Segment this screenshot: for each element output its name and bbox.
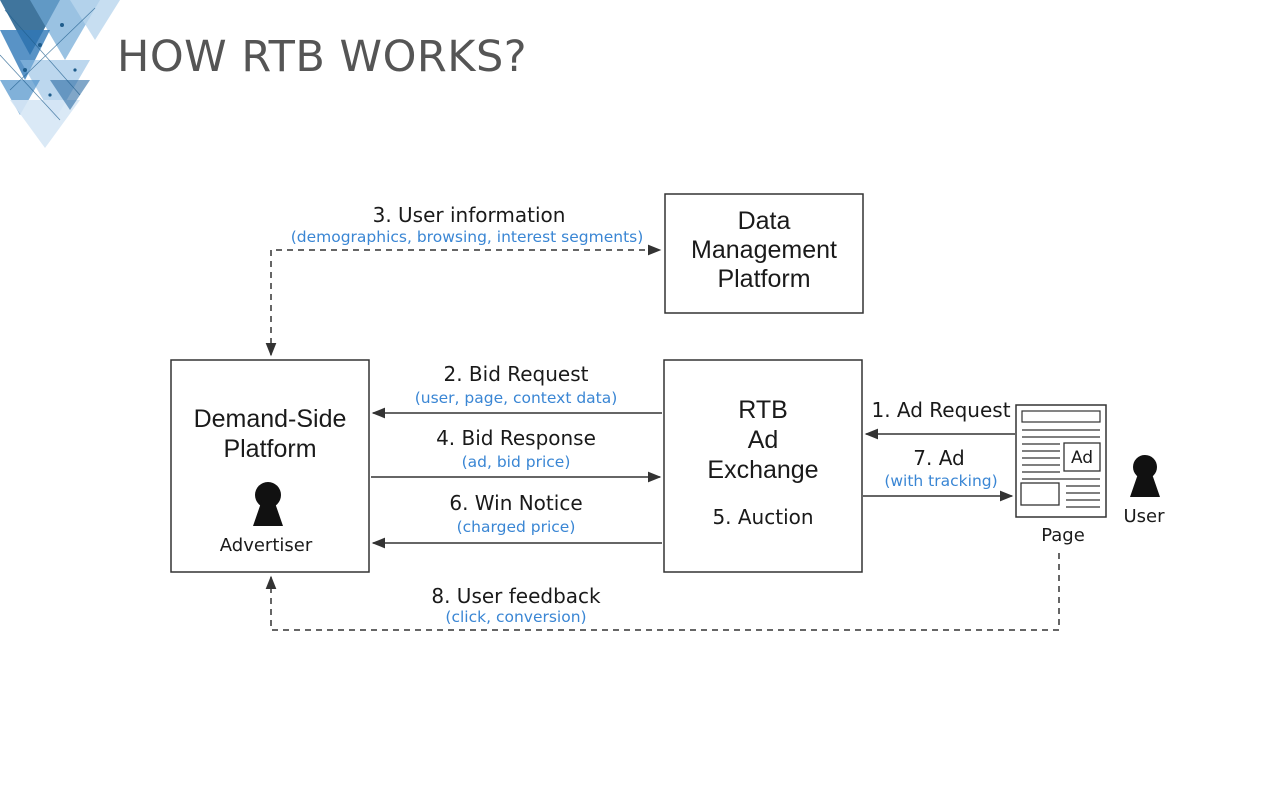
edge-user-information: 3. User information (demographics, brows… bbox=[265, 203, 662, 357]
dmp-label-line3: Platform bbox=[717, 265, 810, 293]
page-ad-label: Ad bbox=[1071, 448, 1093, 468]
win-notice-sublabel: (charged price) bbox=[457, 518, 576, 536]
slide-title: HOW RTB WORKS? bbox=[117, 32, 528, 82]
exchange-node: RTB Ad Exchange 5. Auction bbox=[663, 359, 863, 573]
exchange-label-line2: Ad bbox=[748, 426, 779, 454]
edge-bid-request: 2. Bid Request (user, page, context data… bbox=[371, 362, 662, 419]
ad-label: 7. Ad bbox=[913, 446, 964, 470]
ad-sublabel: (with tracking) bbox=[884, 472, 997, 490]
advertiser-icon bbox=[253, 482, 283, 526]
user-feedback-sublabel: (click, conversion) bbox=[445, 608, 586, 626]
dmp-label-line2: Management bbox=[691, 236, 837, 264]
dsp-box bbox=[170, 359, 370, 573]
ad-request-label: 1. Ad Request bbox=[871, 398, 1010, 422]
exchange-label-line1: RTB bbox=[738, 396, 788, 424]
advertiser-label: Advertiser bbox=[220, 535, 313, 556]
edge-ad-request: 1. Ad Request bbox=[864, 398, 1015, 440]
page-label: Page bbox=[1041, 525, 1085, 546]
dsp-label-line2: Platform bbox=[223, 435, 316, 463]
user-information-sublabel: (demographics, browsing, interest segmen… bbox=[291, 228, 644, 246]
bid-response-label: 4. Bid Response bbox=[436, 426, 596, 450]
dmp-node: Data Management Platform bbox=[664, 193, 864, 314]
edge-win-notice: 6. Win Notice (charged price) bbox=[371, 491, 662, 549]
edge-user-feedback: 8. User feedback (click, conversion) bbox=[265, 553, 1060, 631]
edge-ad: 7. Ad (with tracking) bbox=[863, 446, 1014, 502]
page-node: Ad Page bbox=[1015, 404, 1107, 546]
bid-request-label: 2. Bid Request bbox=[443, 362, 588, 386]
edge-bid-response: 4. Bid Response (ad, bid price) bbox=[371, 426, 662, 483]
user-information-label: 3. User information bbox=[373, 203, 566, 227]
user-feedback-label: 8. User feedback bbox=[431, 584, 601, 608]
decorative-triangles bbox=[0, 0, 120, 148]
exchange-box bbox=[663, 359, 863, 573]
dsp-node: Demand-Side Platform Advertiser bbox=[170, 359, 370, 573]
dsp-label-line1: Demand-Side bbox=[194, 405, 347, 433]
bid-response-sublabel: (ad, bid price) bbox=[462, 453, 571, 471]
user-node: User bbox=[1123, 455, 1165, 527]
dmp-box bbox=[664, 193, 864, 314]
user-label: User bbox=[1123, 506, 1165, 527]
user-icon bbox=[1130, 455, 1160, 497]
auction-label: 5. Auction bbox=[712, 505, 813, 529]
exchange-label-line3: Exchange bbox=[707, 456, 818, 484]
bid-request-sublabel: (user, page, context data) bbox=[415, 389, 618, 407]
dmp-label-line1: Data bbox=[738, 207, 791, 235]
win-notice-label: 6. Win Notice bbox=[449, 491, 582, 515]
